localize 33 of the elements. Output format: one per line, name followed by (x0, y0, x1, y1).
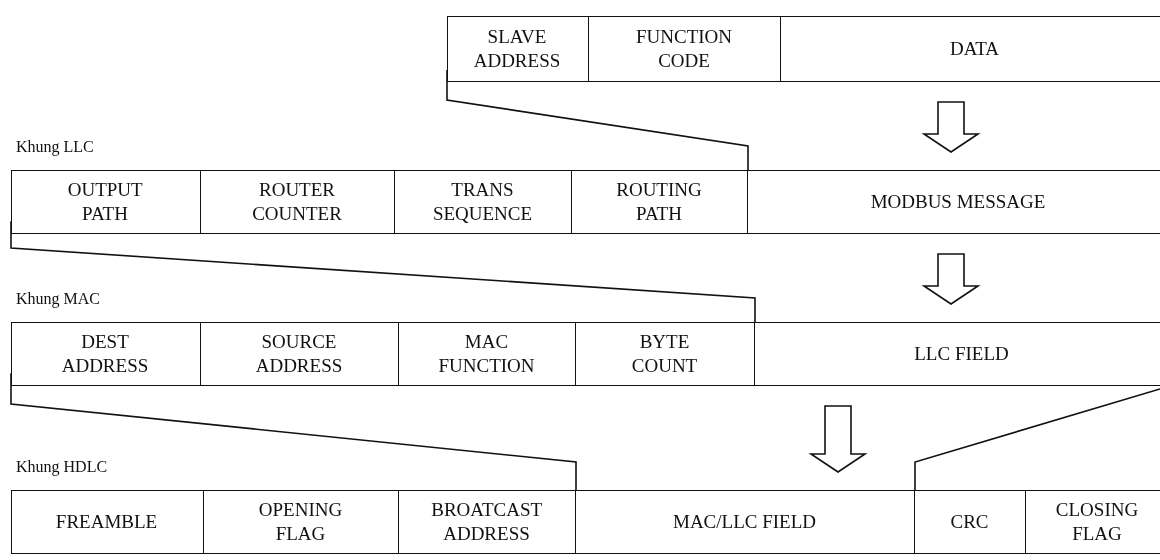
connector-line (10, 372, 577, 491)
field-cell: CRC (914, 491, 1026, 553)
hollow-arrow (921, 101, 981, 153)
field-cell: MAC/LLC FIELD (575, 491, 915, 553)
connector-line (914, 388, 1160, 491)
frame-label: Khung LLC (16, 138, 94, 156)
field-cell: FREAMBLE (10, 491, 204, 553)
connector-line (446, 69, 749, 171)
field-cell: OPENING FLAG (203, 491, 399, 553)
frame-label: Khung HDLC (16, 458, 108, 476)
hollow-arrow (921, 253, 981, 305)
frame-box (11, 490, 1160, 554)
frame-box (11, 322, 1160, 386)
field-cell: TRANS SEQUENCE (394, 171, 572, 233)
field-cell: BROATCAST ADDRESS (398, 491, 576, 553)
frame-label: Khung MAC (16, 290, 100, 308)
field-cell: MAC FUNCTION (398, 323, 576, 385)
field-cell: ROUTING PATH (571, 171, 748, 233)
field-cell: ROUTER COUNTER (200, 171, 395, 233)
field-cell: CLOSING FLAG (1025, 491, 1160, 553)
frame-box (11, 170, 1160, 234)
connector-line (10, 220, 756, 323)
field-cell: LLC FIELD (754, 323, 1160, 385)
field-cell: MODBUS MESSAGE (747, 171, 1160, 233)
hollow-arrow (808, 405, 868, 473)
field-cell: DEST ADDRESS (10, 323, 201, 385)
field-cell: OUTPUT PATH (10, 171, 201, 233)
field-cell: DATA (780, 17, 1160, 81)
field-cell: FUNCTION CODE (588, 17, 781, 81)
field-cell: SLAVE ADDRESS (446, 17, 589, 81)
field-cell: BYTE COUNT (575, 323, 755, 385)
field-cell: SOURCE ADDRESS (200, 323, 399, 385)
frame-box (447, 16, 1160, 82)
